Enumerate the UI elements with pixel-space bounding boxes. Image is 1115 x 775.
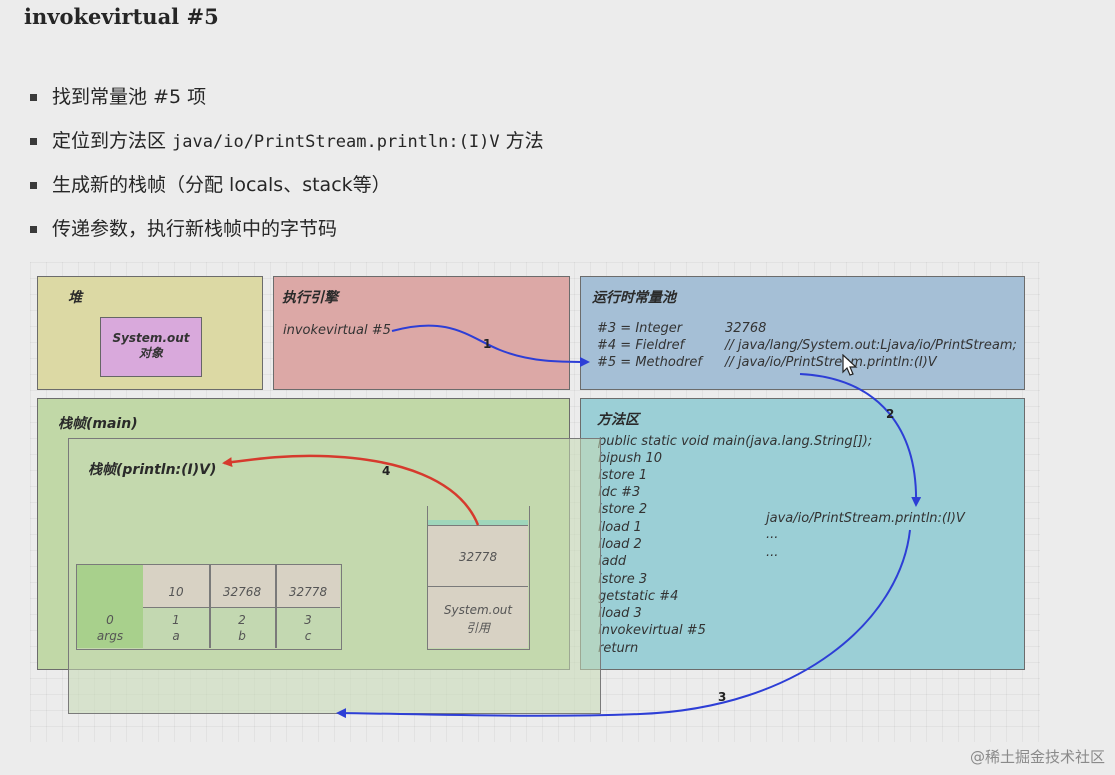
pool-title: 运行时常量池: [592, 290, 676, 306]
execution-engine-box: 执行引擎 invokevirtual #5: [273, 276, 570, 390]
page-title: invokevirtual #5: [24, 4, 219, 29]
bytecode-line: iload 3: [598, 606, 642, 621]
mouse-cursor-icon: [842, 354, 858, 376]
method-ellipsis: ...: [766, 527, 779, 542]
slot-divider: [275, 565, 277, 648]
bullet-item-4: 传递参数，执行新栈帧中的字节码: [30, 214, 544, 258]
method-area-box: 方法区: [580, 398, 1025, 670]
bytecode-line: getstatic #4: [598, 589, 679, 604]
bullet-text: 方法: [499, 130, 544, 152]
arrow-4-stack-to-frame: [222, 454, 480, 526]
bytecode-line: iload 2: [598, 537, 642, 552]
local-index-row: [143, 608, 340, 648]
operand-value: 引用: [465, 621, 490, 635]
pool-entry-value: // java/lang/System.out:Ljava/io/PrintSt…: [725, 338, 1017, 353]
pool-entry-key: #5 = Methodref: [597, 355, 702, 370]
bytecode-line: invokevirtual #5: [598, 623, 706, 638]
engine-instruction: invokevirtual #5: [283, 323, 391, 338]
bytecode-line: return: [598, 641, 639, 656]
bytecode-line: ldc #3: [598, 485, 641, 500]
pool-entry-key: #4 = Fieldref: [597, 338, 685, 353]
method-signature-code: java/io/PrintStream.println:(I)V: [172, 132, 500, 152]
local-name: c: [304, 629, 312, 643]
bullet-list: 找到常量池 #5 项 定位到方法区 java/io/PrintStream.pr…: [30, 82, 544, 258]
local-value: 32768: [222, 585, 262, 599]
object-label: System.out: [112, 331, 190, 345]
arrow-label-1: 1: [483, 337, 491, 351]
local-name: args: [96, 629, 124, 643]
heap-title: 堆: [68, 290, 82, 306]
constant-pool-box: 运行时常量池 #3 = Integer 32768 #4 = Fieldref …: [580, 276, 1025, 390]
local-name: a: [172, 629, 180, 643]
operand-value: 32778: [458, 550, 498, 564]
local-variable-table: 10 32768 32778 0 1 2 3 args a b c: [76, 564, 342, 650]
local-value: 10: [168, 585, 184, 599]
system-out-object: System.out 对象: [100, 317, 202, 377]
bullet-text: 传递参数，执行新栈帧中的字节码: [52, 218, 338, 240]
local-index: 2: [238, 613, 246, 627]
bullet-item-1: 找到常量池 #5 项: [30, 82, 544, 126]
bytecode-line: istore 2: [598, 502, 648, 517]
println-method-signature: java/io/PrintStream.println:(I)V: [766, 511, 965, 526]
bullet-text: 定位到方法区: [52, 130, 173, 152]
arrow-1-engine-to-pool: [391, 324, 590, 367]
arrow-3-method-to-frame: [336, 529, 911, 719]
pool-entry-value: // java/io/PrintStream.println:(I)V: [725, 355, 937, 370]
bullet-item-3: 生成新的栈帧（分配 locals、stack等）: [30, 170, 544, 214]
println-frame-title: 栈帧(println:(I)V): [88, 462, 217, 478]
engine-title: 执行引擎: [282, 290, 338, 306]
operand-stack-slot: 32778: [428, 525, 528, 587]
pool-entry-key: #3 = Integer: [597, 321, 683, 336]
watermark: @稀土掘金技术社区: [969, 748, 1105, 766]
bytecode-line: istore 1: [598, 468, 648, 483]
slot-divider: [209, 565, 211, 648]
bytecode-line: bipush 10: [598, 451, 663, 466]
bytecode-line: iadd: [598, 554, 627, 569]
bullet-text: 生成新的栈帧（分配 locals、stack等）: [52, 174, 391, 196]
operand-value: System.out: [443, 603, 513, 617]
arrow-label-2: 2: [886, 407, 894, 421]
local-value: 32778: [288, 585, 328, 599]
bullet-text: 找到常量池 #5 项: [52, 86, 207, 108]
main-frame-title: 栈帧(main): [58, 416, 138, 432]
local-index: 3: [304, 613, 312, 627]
bytecode-line: iload 1: [598, 520, 642, 535]
method-ellipsis: ...: [766, 545, 779, 560]
arrow-label-4: 4: [382, 464, 390, 478]
local-slot-args: [77, 565, 144, 648]
bytecode-line: istore 3: [598, 572, 648, 587]
bytecode-line: public static void main(java.lang.String…: [598, 434, 873, 449]
operand-stack-slot: System.out 引用: [428, 587, 528, 648]
local-name: b: [238, 629, 246, 643]
object-label: 对象: [138, 346, 163, 360]
heap-box: 堆 System.out 对象: [37, 276, 263, 390]
bullet-item-2: 定位到方法区 java/io/PrintStream.println:(I)V …: [30, 126, 544, 170]
arrow-label-3: 3: [718, 690, 726, 704]
local-index: 0: [106, 613, 114, 627]
method-area-title: 方法区: [597, 412, 639, 428]
local-value-row: [143, 565, 340, 608]
pool-entry-value: 32768: [725, 321, 767, 336]
local-index: 1: [172, 613, 180, 627]
arrow-2-pool-to-method: [799, 373, 922, 507]
